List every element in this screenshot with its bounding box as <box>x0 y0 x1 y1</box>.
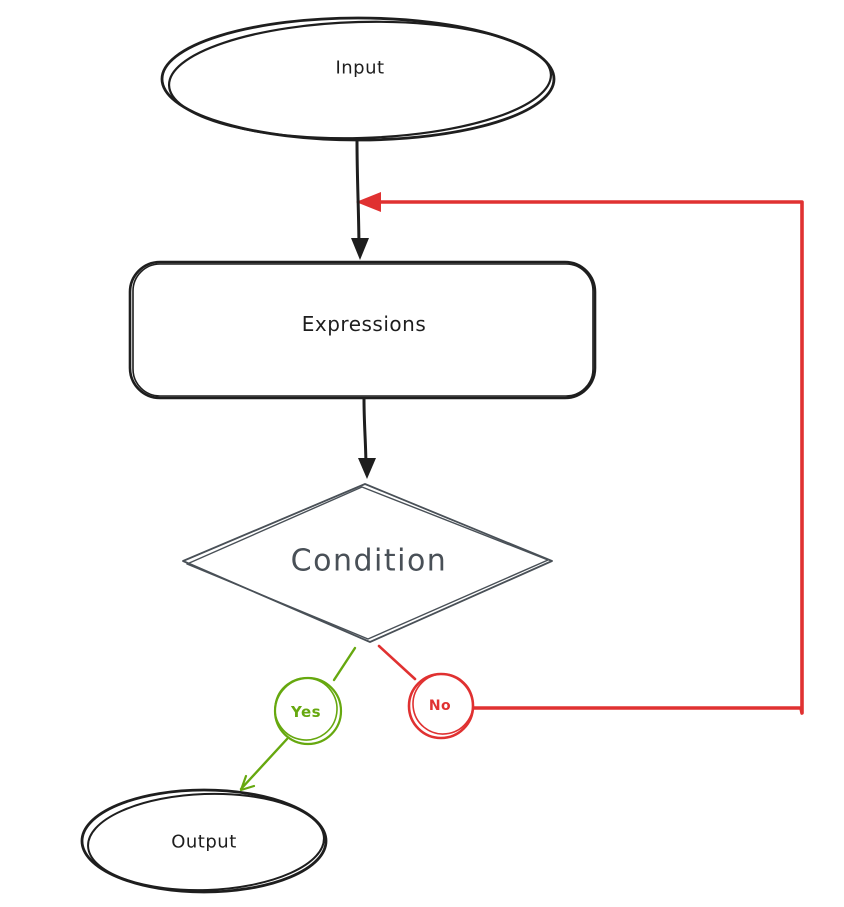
output-ellipse-sketch <box>87 792 325 892</box>
yes-output-line <box>239 737 289 791</box>
input-label[interactable]: Input <box>335 57 385 79</box>
edge-yes-output[interactable] <box>239 737 289 792</box>
node-no[interactable] <box>407 671 476 740</box>
node-expressions[interactable] <box>128 260 597 400</box>
condition-diamond-sketch <box>186 486 549 640</box>
input-expressions-arrowhead-icon <box>351 238 369 260</box>
output-label[interactable]: Output <box>171 831 237 853</box>
node-input[interactable] <box>160 16 556 144</box>
node-output[interactable] <box>80 788 328 894</box>
node-condition[interactable] <box>182 483 553 643</box>
condition-yes-line <box>332 646 357 682</box>
expressions-rect-sketch <box>132 263 594 397</box>
condition-no-line <box>377 644 417 681</box>
input-expressions-line <box>355 139 361 254</box>
node-yes[interactable] <box>271 674 343 746</box>
no-loopback-line <box>364 200 804 715</box>
condition-label[interactable]: Condition <box>290 543 448 579</box>
input-ellipse <box>160 16 556 142</box>
edge-input-expressions[interactable] <box>351 139 369 260</box>
output-ellipse <box>80 788 328 894</box>
expressions-label[interactable]: Expressions <box>301 312 427 336</box>
condition-diamond <box>182 483 553 643</box>
edge-no-loopback[interactable] <box>356 192 804 715</box>
yes-label[interactable]: Yes <box>290 703 322 721</box>
yes-output-arrowhead-icon <box>239 774 256 792</box>
edge-expressions-condition[interactable] <box>358 397 376 479</box>
no-loopback-arrowhead-icon <box>356 192 381 212</box>
no-label[interactable]: No <box>428 698 452 714</box>
expressions-condition-arrowhead-icon <box>358 458 376 479</box>
edge-condition-yes[interactable] <box>332 646 357 682</box>
expressions-rect <box>128 260 597 400</box>
edge-condition-no[interactable] <box>377 644 417 681</box>
yes-circle-sketch <box>274 677 338 741</box>
input-ellipse-sketch <box>167 20 553 140</box>
no-circle-sketch <box>412 673 474 735</box>
